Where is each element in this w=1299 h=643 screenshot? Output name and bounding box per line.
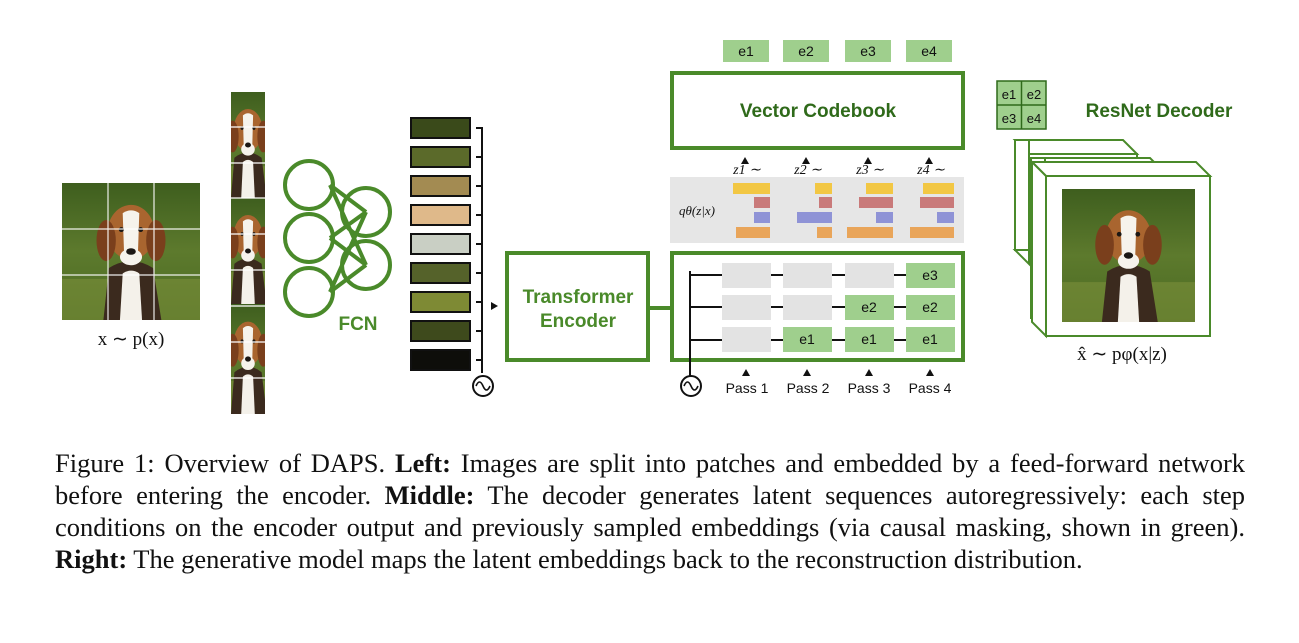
z-label-2: z2 ∼ [793, 163, 822, 178]
figure-caption: Figure 1: Overview of DAPS. Left: Images… [55, 447, 1245, 575]
caption-middle-heading: Middle: [384, 480, 475, 510]
fcn-label: FCN [338, 314, 377, 335]
decoder-cells [722, 263, 955, 352]
codebook-entries: e1 e2 e3 e4 [723, 40, 952, 62]
pass-label-1: Pass 1 [726, 380, 769, 396]
pass-label-2: Pass 2 [787, 380, 830, 396]
cell-label: e2 [922, 299, 938, 315]
codebook-entry-3: e3 [860, 43, 876, 59]
z-label-1: z1 ∼ [732, 163, 761, 178]
grid-entry: e3 [1002, 111, 1016, 126]
positional-encoding-icon [472, 375, 494, 397]
output-image [1062, 189, 1195, 322]
latent-grid: e1 e2 e3 e4 [996, 80, 1047, 130]
patch-strip [231, 92, 265, 414]
codebook-entry-2: e2 [798, 43, 814, 59]
encoder-label-line2: Encoder [540, 311, 617, 332]
grid-entry: e1 [1002, 87, 1016, 102]
pass-label-4: Pass 4 [909, 380, 952, 396]
embedding-axis [476, 127, 483, 373]
pass-label-3: Pass 3 [848, 380, 891, 396]
cell-label: e2 [861, 299, 877, 315]
architecture-diagram: x ∼ p(x) FCN [62, 40, 1233, 414]
z-samples: z1 ∼ z2 ∼ z3 ∼ z4 ∼ [732, 157, 945, 178]
codebook-label: Vector Codebook [740, 101, 897, 122]
decoder-label: ResNet Decoder [1086, 101, 1233, 122]
codebook-entry-1: e1 [738, 43, 754, 59]
cell-label: e1 [799, 331, 815, 347]
patch-embeddings [410, 117, 471, 371]
encoder-label-line1: Transformer [523, 287, 634, 308]
caption-left-heading: Left: [395, 448, 451, 478]
arrow-icon [491, 302, 498, 310]
z-label-4: z4 ∼ [916, 163, 945, 178]
caption-left-text: Images are split into patches and embedd… [55, 448, 1246, 510]
decoder-cell-labels: e3 e2 e2 e1 e1 e1 [799, 267, 938, 347]
codebook-entry-4: e4 [921, 43, 937, 59]
pass-labels: Pass 1 Pass 2 Pass 3 Pass 4 [726, 369, 952, 396]
caption-figure-label: Figure 1: Overview of DAPS. [55, 448, 386, 478]
q-label: qθ(z|x) [679, 203, 715, 218]
input-label: x ∼ p(x) [98, 329, 165, 350]
transformer-encoder-box [505, 251, 650, 362]
caption-middle-text: The decoder generates latent sequences a… [55, 480, 1246, 542]
fcn-network [283, 159, 392, 318]
z-label-3: z3 ∼ [855, 163, 884, 178]
cell-label: e1 [861, 331, 877, 347]
vector-codebook-box [670, 71, 965, 150]
posterior-bars [733, 183, 954, 238]
cell-label: e1 [922, 331, 938, 347]
cell-label: e3 [922, 267, 938, 283]
grid-entry: e2 [1027, 87, 1041, 102]
output-label: x̂ ∼ pφ(x|z) [1077, 344, 1167, 365]
decoder-positional-encoding-icon [680, 375, 702, 397]
input-image [62, 183, 200, 320]
caption-right-heading: Right: [55, 544, 128, 574]
grid-entry: e4 [1027, 111, 1041, 126]
caption-right-text: The generative model maps the latent emb… [133, 544, 1083, 574]
